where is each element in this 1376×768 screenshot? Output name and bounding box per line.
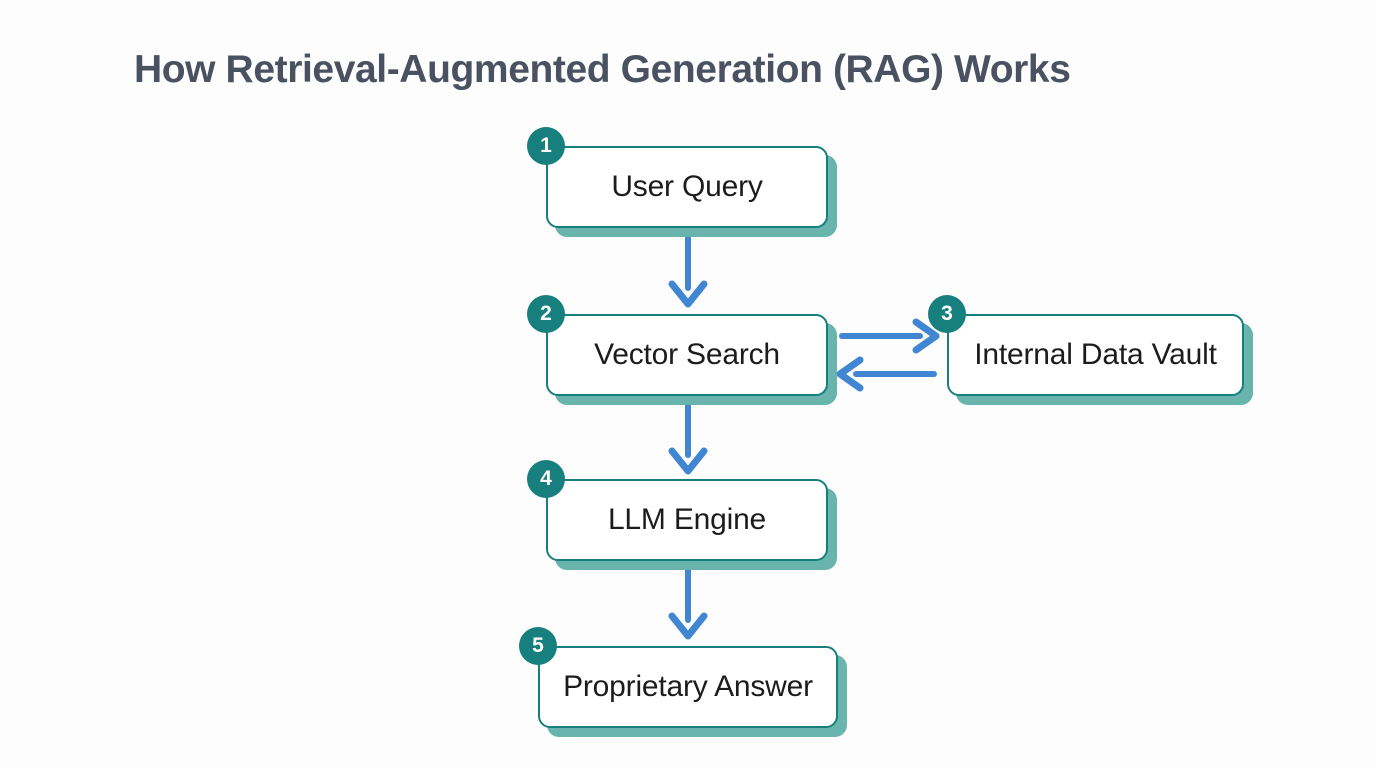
node-user-query[interactable]: User Query 1 [527, 127, 837, 237]
arrow-user-query-to-vector-search [668, 236, 708, 308]
arrow-vector-search-to-internal-data-vault [839, 318, 940, 354]
node-label: Internal Data Vault [974, 338, 1217, 371]
node-box[interactable]: User Query [546, 146, 828, 228]
step-badge-1: 1 [527, 127, 565, 165]
node-proprietary-answer[interactable]: Proprietary Answer 5 [519, 627, 847, 737]
arrow-vector-search-to-llm-engine [668, 403, 708, 475]
node-box[interactable]: Proprietary Answer [538, 646, 838, 728]
node-llm-engine[interactable]: LLM Engine 4 [527, 460, 837, 570]
node-vector-search[interactable]: Vector Search 2 [527, 295, 837, 405]
arrow-internal-data-vault-to-vector-search [836, 356, 937, 392]
arrow-llm-engine-to-proprietary-answer [668, 568, 708, 640]
node-label: Vector Search [594, 338, 780, 371]
step-badge-2: 2 [527, 295, 565, 333]
page-title: How Retrieval-Augmented Generation (RAG)… [134, 48, 1071, 91]
step-badge-3: 3 [928, 295, 966, 333]
step-badge-4: 4 [527, 460, 565, 498]
step-badge-5: 5 [519, 627, 557, 665]
node-box[interactable]: Vector Search [546, 314, 828, 396]
node-box[interactable]: Internal Data Vault [947, 314, 1244, 396]
node-box[interactable]: LLM Engine [546, 479, 828, 561]
node-label: LLM Engine [607, 503, 767, 536]
node-label: User Query [611, 170, 763, 203]
node-label: Proprietary Answer [563, 670, 813, 703]
node-internal-data-vault[interactable]: Internal Data Vault 3 [928, 295, 1253, 405]
